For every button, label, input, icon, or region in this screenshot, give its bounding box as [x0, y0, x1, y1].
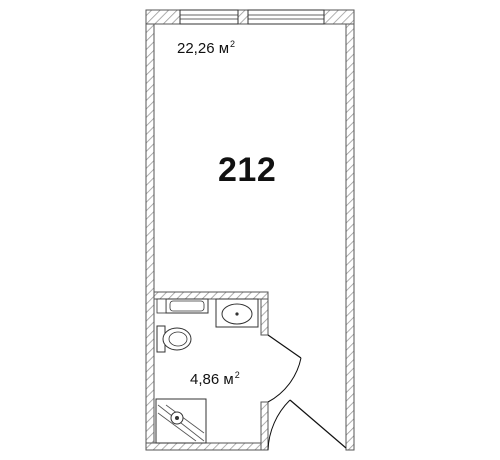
area-value: 4,86 [190, 371, 220, 388]
door-icon [267, 399, 347, 451]
unit-number: 212 [218, 151, 277, 189]
bathtub-icon [156, 298, 209, 314]
sink-icon [215, 298, 259, 328]
area-unit: м [218, 40, 230, 57]
room-area-bathroom: 4,86 м2 [190, 370, 240, 388]
bathroom-walls [153, 291, 269, 451]
window-icon [179, 9, 239, 25]
bottom-wall [145, 442, 269, 451]
shower-icon [155, 398, 207, 444]
left-wall [145, 23, 155, 451]
toilet-icon [156, 325, 192, 353]
door-icon [267, 334, 302, 403]
right-wall [345, 23, 355, 451]
area-value: 22,26 [177, 40, 215, 57]
window-icon [247, 9, 325, 25]
area-unit: м [223, 371, 234, 388]
area-exponent: 2 [230, 39, 236, 49]
top-wall [145, 9, 355, 25]
area-exponent: 2 [234, 370, 240, 380]
room-area-main: 22,26 м2 [177, 39, 236, 57]
